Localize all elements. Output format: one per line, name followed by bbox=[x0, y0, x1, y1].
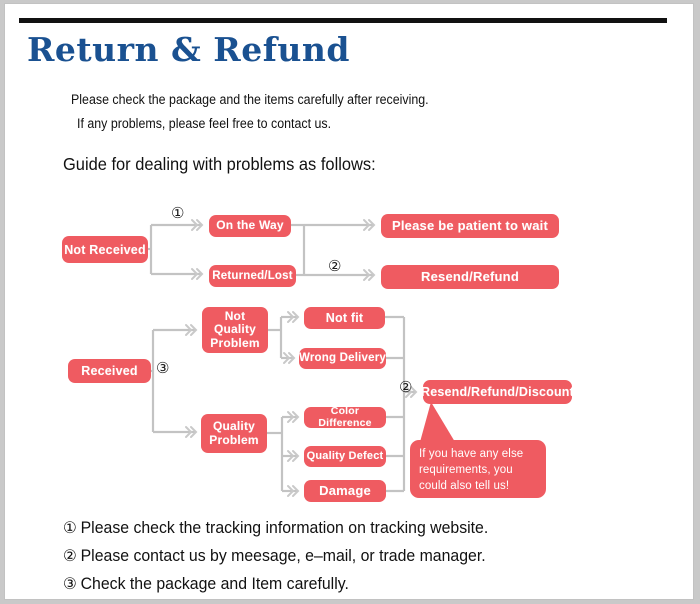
flow-node-resend-refund-discount: Resend/Refund/Discount bbox=[421, 380, 574, 404]
flow-node-returned-lost: Returned/Lost bbox=[209, 265, 296, 287]
note-text-3: Check the package and Item carefully. bbox=[80, 575, 349, 593]
flow-node-not-received: Not Received bbox=[62, 236, 148, 263]
page-title: Return & Refund bbox=[27, 30, 350, 69]
flow-node-please-be-patient: Please be patient to wait bbox=[381, 214, 559, 238]
flow-node-received: Received bbox=[68, 359, 151, 383]
flow-node-damage: Damage bbox=[304, 480, 386, 502]
flow-node-not-fit: Not fit bbox=[304, 307, 385, 329]
flow-marker-2-top: ② bbox=[328, 258, 342, 275]
header-rule bbox=[19, 18, 667, 23]
flow-node-resend-refund: Resend/Refund bbox=[381, 265, 559, 289]
flowchart-connectors bbox=[148, 219, 418, 497]
flow-callout-bubble: If you have any else requirements, you c… bbox=[410, 440, 546, 498]
flow-node-wrong-delivery: Wrong Delivery bbox=[299, 348, 386, 369]
document-page: Return & Refund Please check the package… bbox=[4, 3, 694, 600]
flow-node-on-the-way: On the Way bbox=[209, 215, 291, 237]
flow-node-color-difference: Color Difference bbox=[304, 405, 386, 428]
note-number-2: ② bbox=[63, 548, 77, 565]
lead-text-line-2: If any problems, please feel free to con… bbox=[77, 116, 332, 131]
flow-node-quality-problem: Quality Problem bbox=[201, 414, 267, 453]
flow-node-quality-defect: Quality Defect bbox=[304, 446, 386, 467]
flow-marker-3: ③ bbox=[156, 360, 170, 377]
flow-marker-2-bottom: ② bbox=[399, 379, 413, 396]
lead-text-line-1: Please check the package and the items c… bbox=[71, 92, 429, 107]
note-number-1: ① bbox=[63, 520, 77, 537]
flow-node-not-quality-problem: Not Quality Problem bbox=[202, 307, 268, 353]
note-text-1: Please check the tracking information on… bbox=[80, 519, 489, 537]
note-text-2: Please contact us by meesage, e–mail, or… bbox=[80, 547, 486, 565]
note-number-3: ③ bbox=[63, 576, 77, 593]
callout-tail-icon bbox=[420, 402, 455, 442]
flow-marker-1: ① bbox=[171, 205, 185, 222]
guide-heading: Guide for dealing with problems as follo… bbox=[63, 154, 376, 174]
